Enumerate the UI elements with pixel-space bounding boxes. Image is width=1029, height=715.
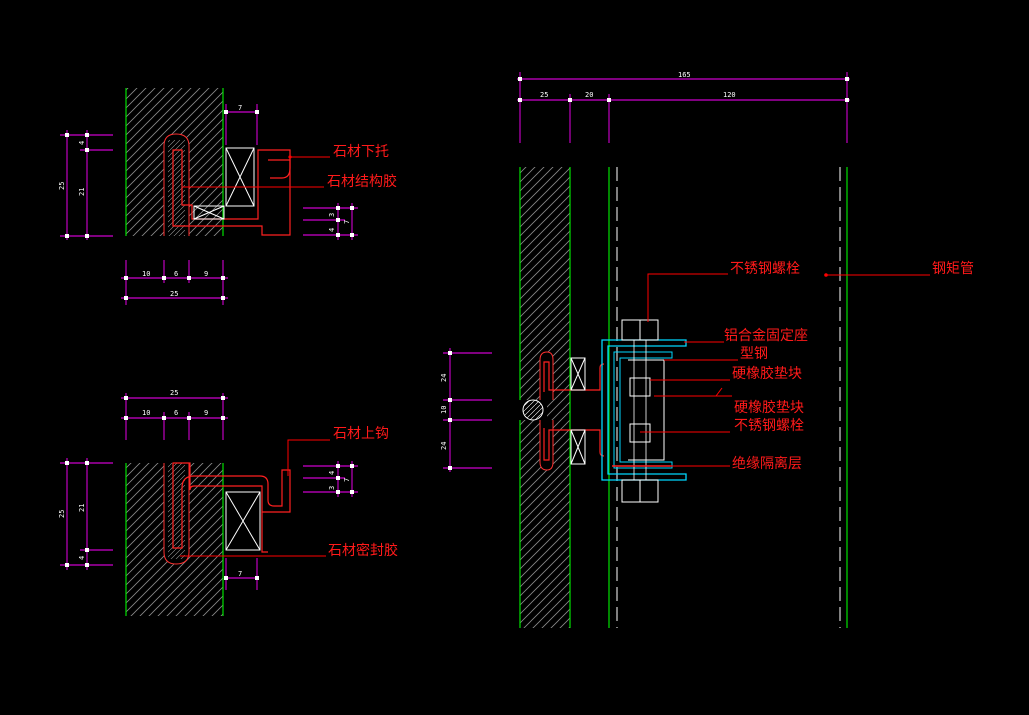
label-rubber-pad-2: 硬橡胶垫块 [734,399,804,416]
dim-d1-b3: 9 [204,270,208,278]
rubber-block-2 [193,205,225,220]
dim-d2-t1: 25 [170,389,178,397]
dim-d2-l2: 21 [78,504,86,512]
dim-d1-b1: 10 [142,270,150,278]
rubber-block-4 [570,357,586,391]
bottom-support-profile [172,149,291,236]
dim-d2-l1: 25 [58,510,66,518]
rubber-pad-lower [629,423,651,443]
dim-d2-t4: 9 [204,409,208,417]
dim-d3-v1: 24 [440,374,448,382]
rubber-block-4-x [570,357,586,391]
rubber-block-5 [570,429,586,465]
dim-d3-b: 20 [585,91,593,99]
glue-fill-2 [168,463,185,559]
dim-d3-c: 120 [723,91,736,99]
dim-d3-total: 165 [678,71,691,79]
rubber-block-5-x [570,429,586,465]
label-bottom-support: 石材下托 [333,144,389,160]
hook-profile-lower [543,428,605,461]
leader-dot-tube [824,273,828,277]
rubber-block-2-x [193,205,225,220]
dim-ticks-1 [65,110,354,300]
dim-ticks-2 [65,396,354,580]
bottom-support-hook [268,159,291,179]
glue-fill-1 [168,140,185,236]
dim-d1-r1: 4 [328,228,336,232]
rubber-block-3-x [225,491,261,551]
dim-d1-b4: 25 [170,290,178,298]
label-bolt-top: 不锈钢螺栓 [730,261,800,277]
leader-dot-1 [288,155,292,159]
label-structural-glue: 石材结构胶 [327,173,397,190]
label-steel-tube: 钢矩管 [932,261,974,277]
dim-d1-l3: 25 [58,182,66,190]
dim-d1-r2: 3 [328,213,336,217]
dim-d3-a: 25 [540,91,548,99]
label-rubber-pad-1: 硬橡胶垫块 [732,365,802,382]
rubber-block-1-x [225,147,255,207]
label-bolt-bottom: 不锈钢螺栓 [734,418,804,434]
detail-bottom-support: 石材下托 石材结构胶 [58,88,397,305]
label-top-hook: 石材上钩 [333,426,389,442]
hook-profile-upper [543,361,605,392]
slot-upper [539,351,554,400]
detail-section: 165 25 20 120 24 10 24 [440,71,974,628]
leaders-3 [640,273,930,467]
dim-d2-t3: 6 [174,409,178,417]
leader-top-hook [287,439,330,476]
dim-d2-r3: 7 [343,478,351,482]
top-hook-profile [172,462,291,549]
rubber-block-3 [225,491,261,551]
dim-d3-v3: 24 [440,442,448,450]
rubber-block-1 [225,147,255,207]
fixing-seat [601,339,687,481]
dim-d1-b2: 6 [174,270,178,278]
detail-top-hook: 石材上钩 石材密封胶 [58,389,398,616]
dim-d2-r2: 4 [328,471,336,475]
fixing-seat-inner [613,351,673,469]
dim-ticks-3 [448,77,849,470]
label-steel-angle: 型钢 [740,346,768,362]
backer-rod [522,399,544,421]
dim-d2-l3: 4 [78,556,86,560]
rubber-pad-upper [629,377,651,397]
slot-lower [539,420,554,471]
label-insulation: 绝缘隔离层 [732,455,802,472]
dim-d2-r1: 3 [328,486,336,490]
dim-d1-r3: 7 [343,220,351,224]
dims-3-top [443,72,850,472]
dim-d3-v2: 10 [440,406,448,414]
dim-d1-l1: 4 [78,141,86,145]
label-sealant: 石材密封胶 [328,542,398,559]
dim-d1-l2: 21 [78,188,86,196]
dim-d2-b: 7 [238,570,242,578]
dim-d2-t2: 10 [142,409,150,417]
top-hook-lip [261,512,268,553]
label-fixing-seat: 铝合金固定座 [724,328,808,344]
dim-d1-t: 7 [238,104,242,112]
